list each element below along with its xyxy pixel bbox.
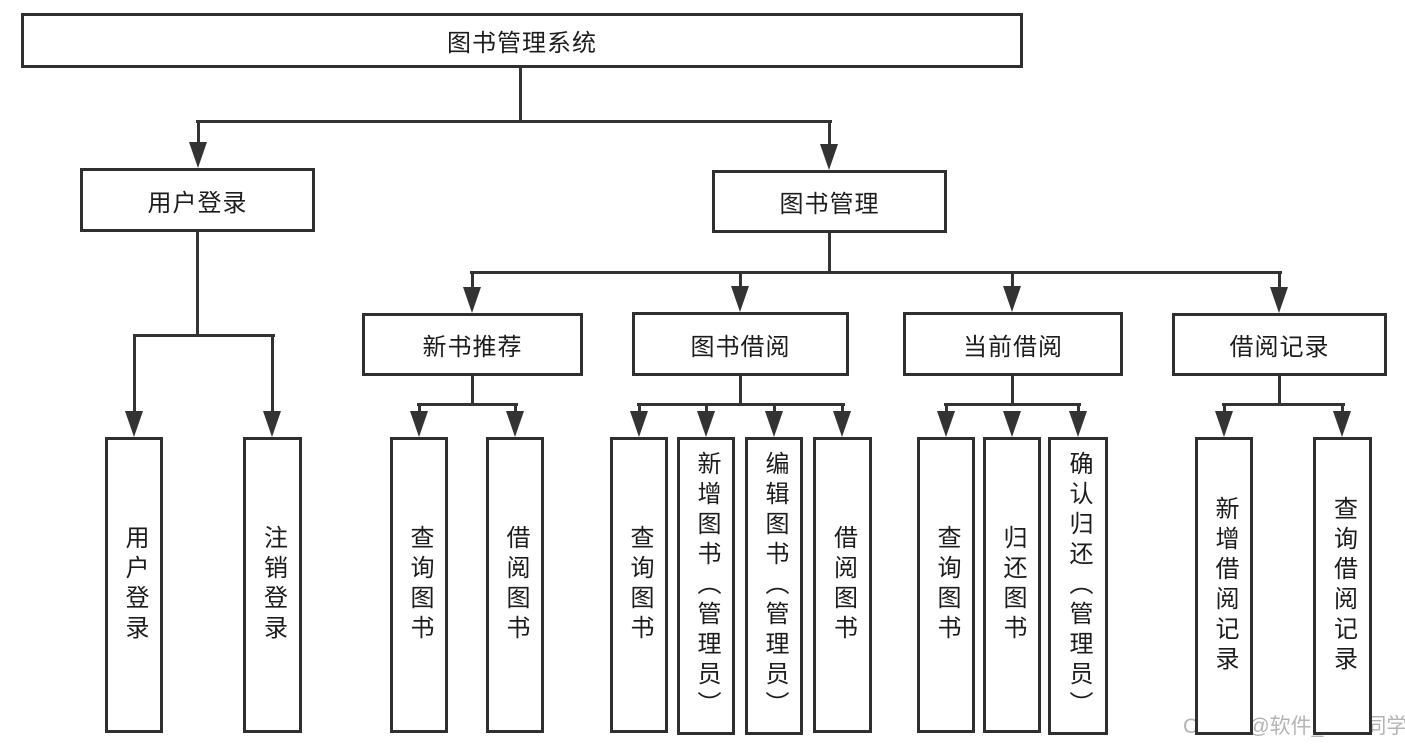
node-new-book-recommend: 新书推荐 <box>362 313 583 376</box>
connector-vline <box>196 122 200 152</box>
node-label: 借阅图书 <box>829 525 857 645</box>
connector-vline <box>827 122 831 154</box>
arrowhead-down-icon <box>820 144 838 170</box>
leaf-add-books-admin: 新增图书（管理员） <box>677 437 735 735</box>
node-library-system: 图书管理系统 <box>21 13 1023 68</box>
node-label: 图书管理 <box>779 191 880 218</box>
arrowhead-down-icon <box>937 411 955 437</box>
connector-vline <box>470 376 474 406</box>
arrowhead-down-icon <box>1333 411 1351 437</box>
leaf-borrow-books-recommend: 借阅图书 <box>486 437 544 733</box>
arrowhead-down-icon <box>697 411 715 437</box>
leaf-user-login: 用户登录 <box>105 437 163 733</box>
leaf-borrow-books-borrowing: 借阅图书 <box>813 437 872 733</box>
connector-vline <box>827 233 831 274</box>
arrowhead-down-icon <box>506 411 524 437</box>
node-label: 查询图书 <box>933 525 960 645</box>
leaf-query-books-recommend: 查询图书 <box>390 437 448 733</box>
node-label: 归还图书 <box>999 525 1026 645</box>
node-label: 借阅图书 <box>502 525 529 645</box>
arrowhead-down-icon <box>1215 411 1233 437</box>
node-label: 用户登录 <box>147 189 248 217</box>
connector-vline <box>195 232 199 336</box>
node-label: 查询图书 <box>626 525 653 645</box>
arrowhead-down-icon <box>1003 411 1021 437</box>
arrowhead-down-icon <box>125 411 143 437</box>
node-label: 查询图书 <box>406 525 433 645</box>
leaf-return-books: 归还图书 <box>983 437 1041 733</box>
arrowhead-down-icon <box>1003 286 1021 312</box>
node-label: 用户登录 <box>121 525 148 645</box>
node-book-management: 图书管理 <box>712 170 947 233</box>
arrowhead-down-icon <box>189 142 207 168</box>
connector-hline <box>132 334 275 337</box>
arrowhead-down-icon <box>765 411 783 437</box>
connector-vline <box>1010 376 1014 406</box>
connector-vline <box>132 336 136 420</box>
node-label: 注销登录 <box>259 525 287 645</box>
connector-vline <box>270 336 274 420</box>
connector-hline <box>416 403 518 406</box>
connector-vline <box>1277 376 1281 406</box>
leaf-confirm-return-admin: 确认归还（管理员） <box>1048 437 1108 735</box>
leaf-query-books-borrowing: 查询图书 <box>610 437 668 733</box>
arrowhead-down-icon <box>731 286 749 312</box>
node-label: 新增借阅记录 <box>1211 496 1238 676</box>
node-label: 图书借阅 <box>690 333 791 361</box>
node-borrowing-records: 借阅记录 <box>1172 313 1387 376</box>
node-book-borrowing: 图书借阅 <box>632 312 849 376</box>
node-label: 编辑图书（管理员） <box>761 451 788 721</box>
node-user-login: 用户登录 <box>80 168 315 232</box>
leaf-query-books-current: 查询图书 <box>917 437 975 733</box>
arrowhead-down-icon <box>263 411 281 437</box>
node-label: 新书推荐 <box>422 334 523 361</box>
connector-vline <box>738 376 742 406</box>
node-label: 查询借阅记录 <box>1329 496 1357 676</box>
node-label: 新增图书（管理员） <box>693 451 720 721</box>
connector-hline <box>469 271 1282 274</box>
connector-hline <box>1221 403 1345 406</box>
arrowhead-down-icon <box>833 411 851 437</box>
leaf-logout: 注销登录 <box>243 437 302 733</box>
connector-vline <box>518 68 522 122</box>
arrowhead-down-icon <box>1069 411 1087 437</box>
leaf-add-borrow-record: 新增借阅记录 <box>1195 437 1253 735</box>
arrowhead-down-icon <box>463 287 481 313</box>
connector-hline <box>195 120 832 123</box>
node-label: 确认归还（管理员） <box>1065 451 1092 721</box>
leaf-query-borrow-record: 查询借阅记录 <box>1313 437 1372 735</box>
node-label: 借阅记录 <box>1229 334 1330 361</box>
arrowhead-down-icon <box>410 411 428 437</box>
arrowhead-down-icon <box>1270 287 1288 313</box>
node-label: 图书管理系统 <box>447 30 597 57</box>
node-label: 当前借阅 <box>963 333 1063 361</box>
arrowhead-down-icon <box>630 411 648 437</box>
node-current-borrowing: 当前借阅 <box>903 312 1123 376</box>
leaf-edit-books-admin: 编辑图书（管理员） <box>745 437 803 735</box>
